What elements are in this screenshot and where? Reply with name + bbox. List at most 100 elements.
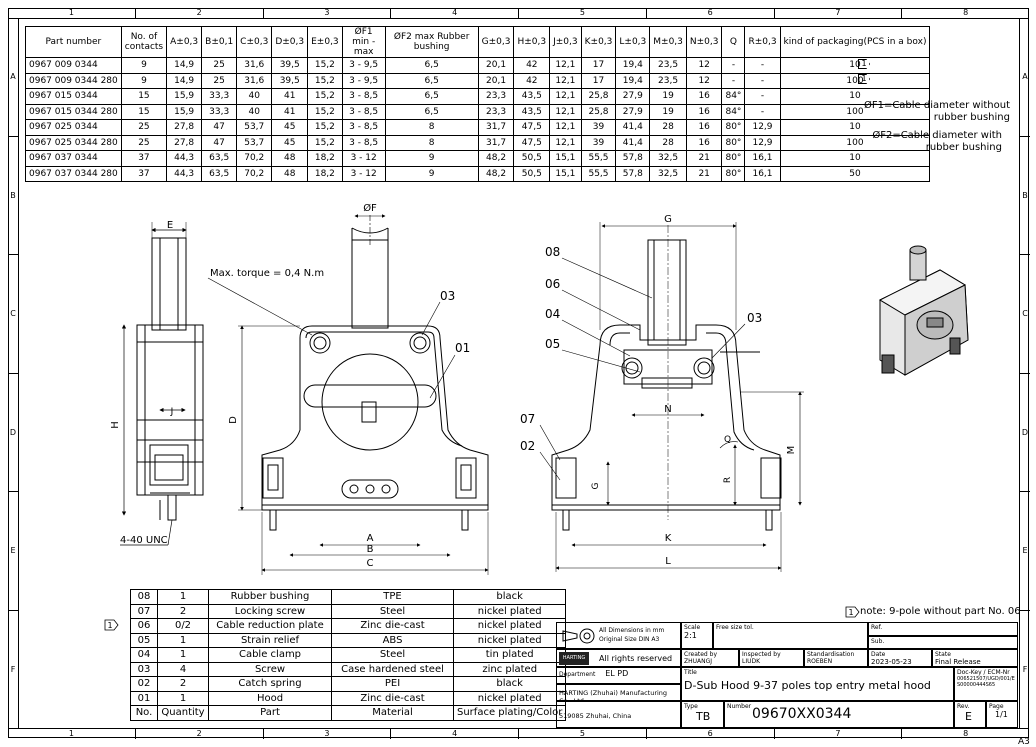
dim-table-cell: 50 [779, 165, 931, 182]
note-marker [845, 606, 860, 618]
dim-table-header: C±0,3 [236, 26, 273, 58]
bom-cell: nickel plated [452, 632, 567, 648]
bom-cell: Rubber bushing [208, 589, 332, 605]
dim-label-g: G [664, 214, 672, 225]
zone-label: 4 [391, 729, 519, 739]
bom-cell: black [452, 676, 567, 692]
revision-marker: 1 [858, 59, 870, 69]
tb-scale: Scale 2:1 [681, 622, 713, 649]
dim-table-cell: 32,5 [649, 165, 687, 182]
zone-label: A [1020, 18, 1030, 137]
bom-cell: TPE [331, 589, 454, 605]
zone-label: 7 [775, 8, 903, 18]
dim-table-cell: 0967 037 0344 280 [25, 165, 122, 182]
tb-created-value: ZHUANGJ [684, 658, 713, 665]
dim-label-a: A [367, 533, 374, 544]
dim-table-header: L±0,3 [615, 26, 651, 58]
dim-label-h: H [110, 421, 121, 429]
zone-label: 6 [647, 729, 775, 739]
tb-page: Page 1/1 [986, 701, 1018, 728]
bom-cell: 1 [157, 690, 209, 706]
zone-label: 8 [963, 8, 969, 17]
bom-cell: 01 [130, 690, 158, 706]
bom-revision-marker-text: 1 [107, 621, 112, 630]
zone-label: 6 [647, 8, 775, 18]
bom-cell: Zinc die-cast [331, 618, 454, 634]
tb-rev: Rev. E [954, 701, 986, 728]
bom-cell: 1 [157, 589, 209, 605]
tb-scale-value: 2:1 [684, 631, 697, 640]
dim-table-cell: 16,1 [744, 165, 781, 182]
tb-tolerance: Free size tol. [713, 622, 868, 649]
bom-cell: Cable reduction plate [208, 618, 332, 634]
tb-ref-label: Ref. [871, 624, 883, 631]
tb-page-label: Page [989, 703, 1004, 710]
bom-cell: Catch spring [208, 676, 332, 692]
callout-03-front: 03 [440, 289, 455, 303]
tb-page-value: 1/1 [995, 710, 1008, 719]
bom-cell: 06 [130, 618, 158, 634]
tb-sub: Sub. [868, 636, 1018, 649]
bom-cell: Surface plating/Color [452, 705, 567, 721]
dim-label-j: J [170, 407, 174, 417]
zone-label: B [1020, 137, 1030, 255]
dim-table-cell: 23,3 [477, 88, 515, 105]
front-view [207, 214, 489, 575]
dim-table-cell: 27,9 [615, 88, 651, 105]
tb-type-value: TB [696, 710, 711, 723]
side-view [120, 222, 204, 546]
dim-table-cell: 39,5 [271, 57, 309, 74]
dim-table-cell: 42 [513, 57, 551, 74]
bom-cell: nickel plated [452, 603, 567, 619]
tb-number-label: Number [727, 703, 752, 710]
dim-table-cell: - [744, 57, 781, 74]
dim-table-header: No. of contacts [120, 26, 168, 58]
callout-04: 04 [545, 307, 560, 321]
dim-label-e: E [167, 220, 173, 231]
bom-cell: 05 [130, 632, 158, 648]
tb-created-label: Created by [684, 651, 718, 658]
tb-rights: HARTING All rights reserved [556, 649, 681, 667]
tb-rights-text: All rights reserved [599, 654, 673, 663]
dim-label-k: K [665, 533, 672, 544]
isometric-view [878, 245, 969, 376]
tb-rev-label: Rev. [957, 703, 970, 710]
callout-02: 02 [520, 439, 535, 453]
dim-table-header: R±0,3 [744, 26, 781, 58]
dim-label-m: M [786, 446, 797, 455]
bom-cell: Steel [331, 603, 454, 619]
callout-03-section: 03 [747, 311, 762, 325]
section-view [539, 222, 804, 572]
bom-cell: Quantity [157, 705, 209, 721]
zone-label: C [8, 255, 18, 374]
tb-date-value: 2023-05-23 [871, 658, 912, 666]
tb-dept-label: Department [559, 671, 596, 678]
tb-tol-value: Free size tol. [716, 624, 754, 631]
bom-cell: 1 [157, 647, 209, 663]
zone-label: 2 [136, 729, 264, 739]
tb-company-name: HARTING (Zhuhai) Manufacturing Co., Ltd. [559, 689, 668, 701]
bom-cell: nickel plated [452, 618, 567, 634]
bom-cell: 07 [130, 603, 158, 619]
tb-state-label: State [935, 651, 951, 658]
bom-cell: zinc plated [452, 661, 567, 677]
bom-cell: Material [331, 705, 454, 721]
dim-table-header: ØF1 min - max [341, 26, 386, 58]
zone-label: 4 [391, 8, 519, 18]
tb-std-label: Standardisation [807, 651, 855, 658]
bom-cell: 2 [157, 603, 209, 619]
dim-label-n: N [664, 404, 671, 415]
